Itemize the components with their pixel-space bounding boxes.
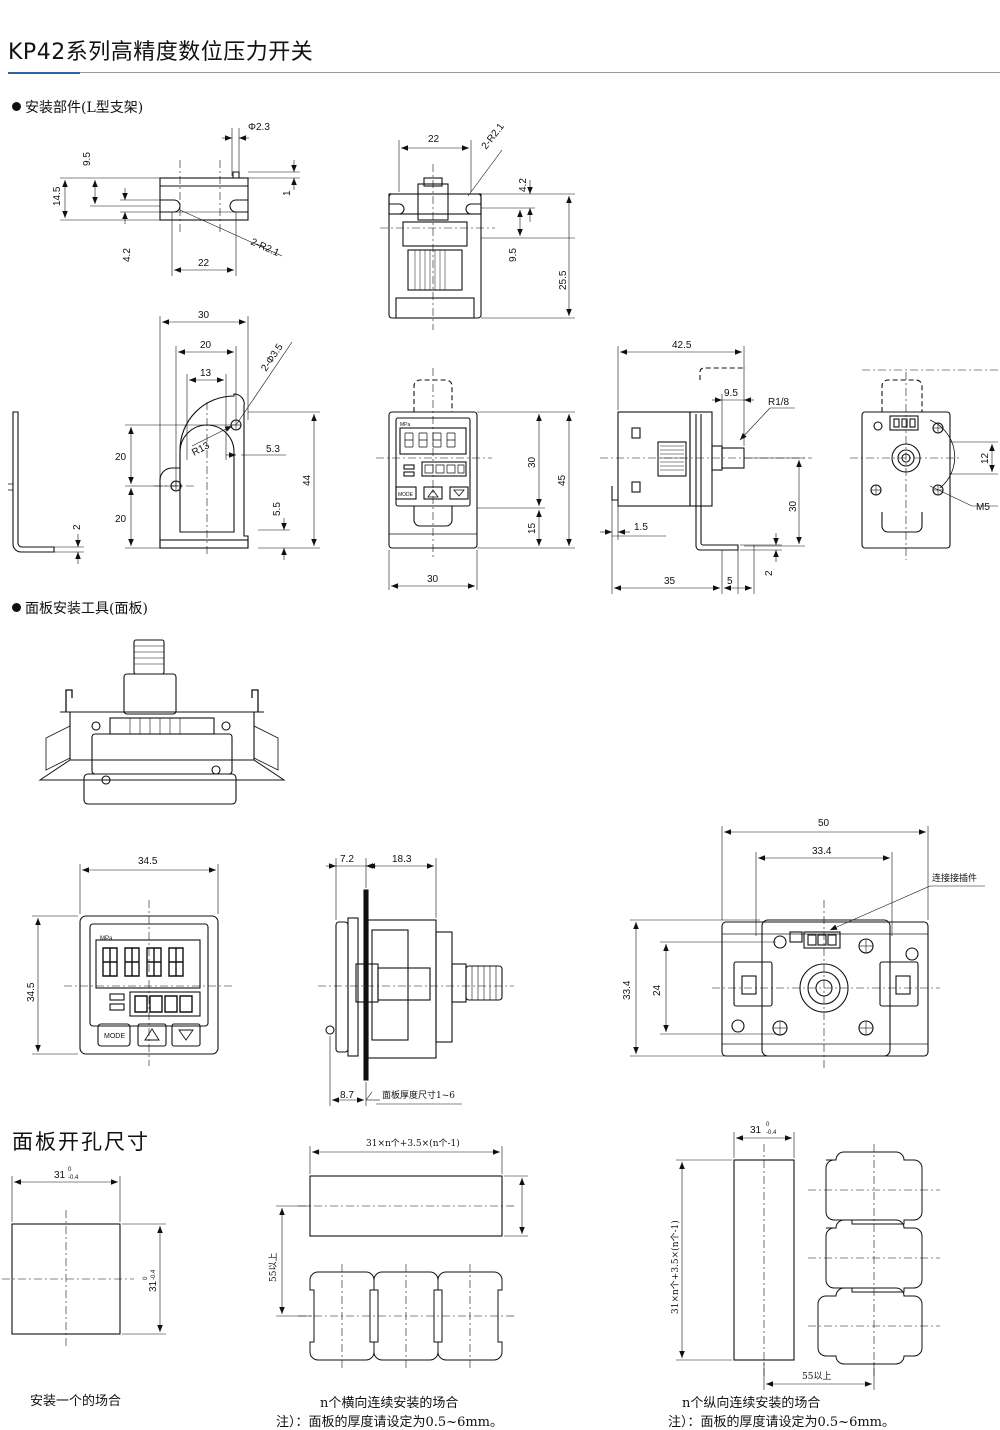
dim-unit-back-12: 12 [980, 452, 991, 464]
dim-cutout-vertical-pitch: 55以上 [802, 1371, 831, 1382]
title-rule [80, 72, 1000, 73]
cutout-single [2, 1176, 166, 1346]
dim-panel-side-thickness: 面板厚度尺寸1~6 [382, 1089, 455, 1101]
dim-cutout-vertical-height: 31×n个+3.5×(n个-1) [670, 1220, 681, 1314]
dim-unit-side-1-5: 1.5 [634, 522, 648, 533]
bracket-front-view [125, 316, 320, 560]
dim-unit-side-2: 2 [764, 570, 775, 576]
dim-unit-side-30: 30 [788, 500, 799, 512]
dim-bracket-top-phi: Φ2.3 [248, 122, 270, 133]
dim-bracket-side-25-5: 25.5 [558, 270, 569, 290]
dim-cutout-vertical-31: 31 [750, 1125, 762, 1136]
dim-bracket-top-22: 22 [198, 258, 210, 269]
dim-unit-side-35: 35 [664, 576, 676, 587]
dim-bracket-front-5-3: 5.3 [266, 444, 280, 455]
dim-cutout-horizontal-pitch: 55以上 [268, 1253, 279, 1282]
label-connector: 连接接插件 [932, 872, 977, 884]
dim-cutout-single-tol-up-w: 0 [68, 1167, 72, 1173]
cutout-vertical [676, 1132, 940, 1390]
bullet-icon [12, 102, 21, 111]
dim-panel-front-34-5-h: 34.5 [26, 982, 37, 1002]
dim-panel-back-33-4-w: 33.4 [812, 846, 832, 857]
dim-unit-back-m5: M5 [976, 502, 990, 513]
caption-horizontal: n个横向连续安装的场合 [320, 1396, 459, 1411]
dim-bracket-front-r13: R13 [190, 440, 212, 459]
dim-panel-side-7-2: 7.2 [340, 854, 354, 865]
panel-back-view [630, 826, 985, 1070]
caption-vertical: n个纵向连续安装的场合 [682, 1396, 821, 1411]
unit-back-view [850, 369, 1000, 560]
bullet-icon [12, 603, 21, 612]
dim-bracket-top-4-2: 4.2 [122, 248, 133, 262]
panel-front-mpa-label: MPa [100, 936, 113, 942]
dim-unit-side-5: 5 [727, 576, 733, 587]
dim-cutout-horizontal-width: 31×n个+3.5×(n个-1) [366, 1138, 460, 1149]
panel-tool-illustration [38, 639, 286, 805]
dim-panel-side-8-7: 8.7 [340, 1090, 354, 1101]
dim-cutout-single-tol-dn-w: -0.4 [68, 1175, 79, 1181]
unit-side-view [600, 346, 812, 594]
dim-cutout-vertical-tol-dn: -0.4 [766, 1130, 777, 1136]
bracket-side-view [380, 140, 575, 330]
dim-bracket-front-30: 30 [198, 310, 210, 321]
section-bracket-heading: 安装部件(L型支架) [12, 97, 143, 117]
dim-bracket-front-phi: 2-Φ3.5 [259, 342, 286, 374]
dim-bracket-front-5-5: 5.5 [272, 502, 283, 516]
dim-cutout-single-tol-up-h: 0 [143, 1276, 149, 1280]
title-accent-rule [8, 72, 80, 74]
dim-unit-front-45: 45 [557, 474, 568, 486]
panel-front-view [32, 864, 234, 1066]
dim-unit-front-30-w: 30 [427, 574, 439, 585]
dim-bracket-front-20-b: 20 [115, 514, 127, 525]
dim-bracket-side-9-5: 9.5 [508, 248, 519, 262]
dim-panel-back-33-4-h: 33.4 [622, 980, 633, 1000]
dim-panel-back-24: 24 [652, 984, 663, 996]
dim-bracket-front-44: 44 [302, 474, 313, 486]
note-horizontal: 注）：面板的厚度请设定为0.5~6mm。 [276, 1415, 503, 1430]
dim-cutout-single-tol-dn-h: -0.4 [151, 1269, 157, 1280]
cutout-horizontal [276, 1146, 528, 1368]
dim-unit-side-r1-8: R1/8 [768, 397, 790, 408]
dim-bracket-side-4-2: 4.2 [518, 178, 529, 192]
dim-unit-front-15: 15 [527, 522, 538, 534]
dim-unit-side-42-5: 42.5 [672, 340, 692, 351]
dim-cutout-vertical-tol-up: 0 [766, 1122, 770, 1128]
dim-panel-side-18-3: 18.3 [392, 854, 412, 865]
bracket-profile-view [8, 411, 84, 564]
dim-cutout-single-31-w: 31 [54, 1170, 66, 1181]
dim-panel-back-50: 50 [818, 818, 830, 829]
dim-bracket-front-13: 13 [200, 368, 212, 379]
caption-single: 安装一个的场合 [30, 1394, 122, 1409]
bracket-top-view [60, 128, 300, 276]
dim-bracket-top-9-5: 9.5 [82, 152, 93, 166]
dim-bracket-front-20: 20 [200, 340, 212, 351]
note-vertical: 注）：面板的厚度请设定为0.5~6mm。 [668, 1415, 895, 1430]
dim-bracket-top-r2-1: 2-R2.1 [249, 237, 281, 259]
dim-unit-side-9-5: 9.5 [724, 388, 738, 399]
panel-front-mode-label: MODE [104, 1033, 125, 1040]
dim-bracket-side-22: 22 [428, 134, 440, 145]
dim-bracket-top-14-5: 14.5 [52, 186, 63, 206]
dim-bracket-profile-2: 2 [72, 524, 83, 530]
dim-unit-front-30-h: 30 [527, 456, 538, 468]
unit-front-mode-label: MODE [398, 492, 414, 498]
section-panel-tool-heading: 面板安装工具(面板) [12, 598, 148, 618]
panel-side-view [318, 858, 514, 1106]
dim-panel-front-34-5-w: 34.5 [138, 856, 158, 867]
unit-front-mpa-label: MPa [400, 422, 411, 428]
page-title: KP42系列高精度数位压力开关 [8, 40, 314, 65]
dim-bracket-side-r2-1: 2-R2.1 [480, 121, 507, 152]
dim-bracket-top-1: 1 [282, 190, 293, 196]
unit-front-view [376, 368, 575, 590]
dim-cutout-single-31-h: 31 [148, 1280, 159, 1292]
section-cutout-heading: 面板开孔尺寸 [12, 1130, 150, 1154]
dim-bracket-front-20-a: 20 [115, 452, 127, 463]
